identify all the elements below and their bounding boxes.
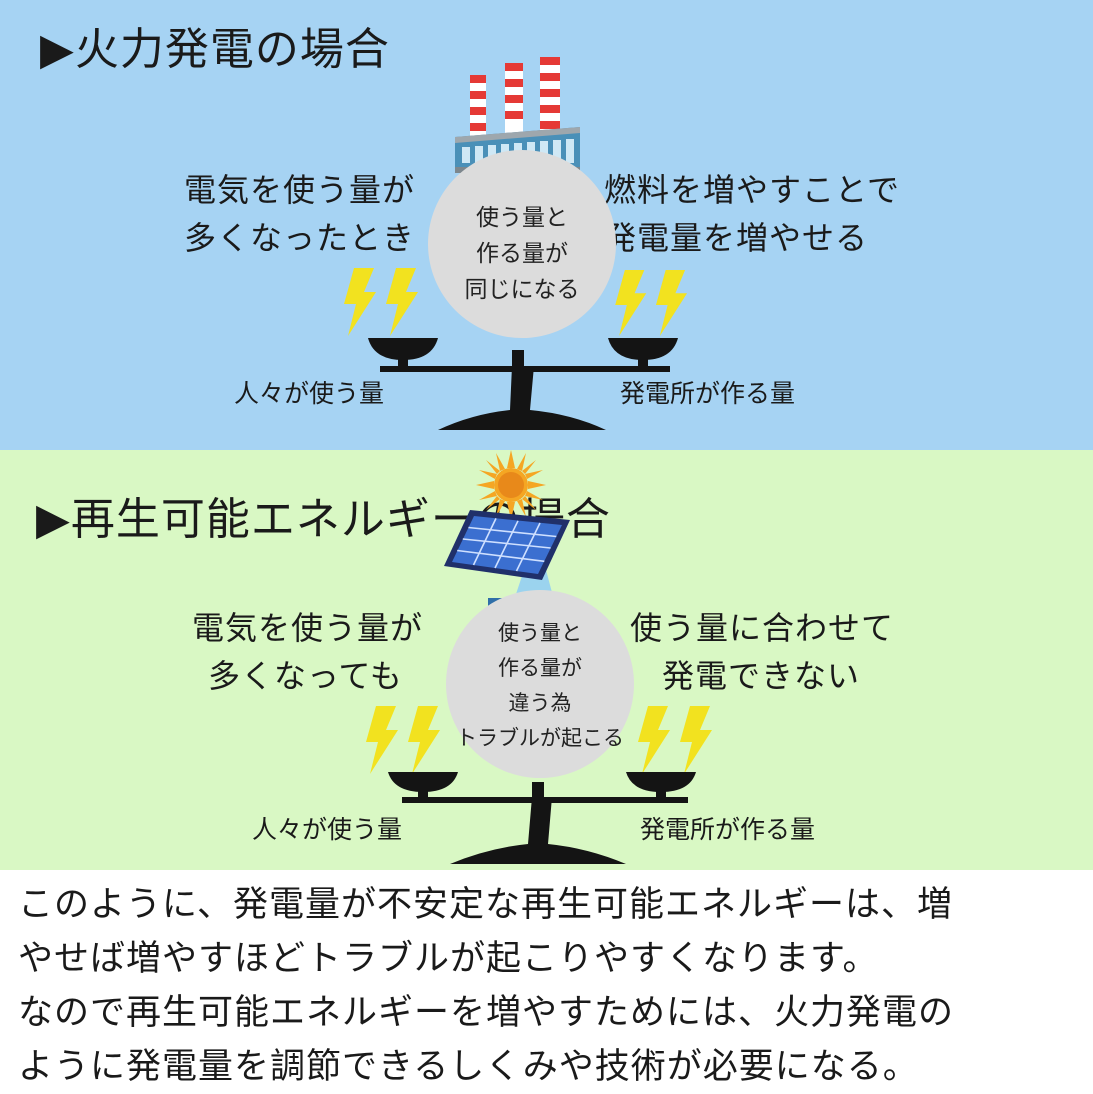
- thermal-circle-line-2: 作る量が: [476, 241, 568, 267]
- summary-section: このように、発電量が不安定な再生可能エネルギーは、増 やせば増やすほどトラブルが…: [0, 870, 1093, 1093]
- thermal-right-line-2: 発電量を増やせる: [604, 219, 869, 257]
- renewable-right-text: 使う量に合わせて 発電できない: [630, 604, 894, 700]
- renewable-right-line-1: 使う量に合わせて: [630, 609, 895, 647]
- lightning-icon: [344, 268, 418, 336]
- lightning-icon: [366, 706, 440, 774]
- thermal-circle-line-3: 同じになる: [464, 277, 580, 303]
- renewable-result-circle: 使う量と 作る量が 違う為 トラブルが起こる: [446, 590, 634, 778]
- renewable-circle-line-2: 作る量が: [498, 656, 582, 680]
- renewable-right-line-2: 発電できない: [662, 657, 861, 695]
- sun-icon: [476, 450, 546, 520]
- thermal-generation-label: 発電所が作る量: [620, 379, 796, 408]
- balance-scale-icon: [388, 772, 696, 864]
- renewable-circle-line-1: 使う量と: [498, 621, 582, 645]
- thermal-right-text: 燃料を増やすことで 発電量を増やせる: [604, 166, 900, 262]
- renewable-generation-label: 発電所が作る量: [640, 815, 816, 844]
- thermal-left-line-2: 多くなったとき: [184, 219, 416, 257]
- lightning-icon: [615, 270, 688, 336]
- renewable-left-line-2: 多くなっても: [208, 657, 403, 695]
- renewable-section: ▶再生可能エネルギーの場合 電気を使う量が: [0, 450, 1093, 870]
- renewable-circle-line-3: 違う為: [508, 691, 572, 715]
- summary-line-3: なので再生可能エネルギーを増やすためには、火力発電の: [18, 993, 955, 1033]
- lightning-icon: [638, 706, 712, 774]
- renewable-left-line-1: 電気を使う量が: [192, 609, 424, 647]
- thermal-result-circle: 使う量と 作る量が 同じになる: [428, 150, 616, 338]
- balance-scale-icon: [368, 338, 678, 430]
- renewable-left-text: 電気を使う量が 多くなっても: [192, 604, 423, 700]
- thermal-left-text: 電気を使う量が 多くなったとき: [184, 166, 415, 262]
- summary-line-2: やせば増やすほどトラブルが起こりやすくなります。: [18, 939, 879, 979]
- thermal-right-line-1: 燃料を増やすことで: [604, 171, 901, 209]
- summary-line-1: このように、発電量が不安定な再生可能エネルギーは、増: [18, 885, 953, 925]
- thermal-title: ▶火力発電の場合: [40, 24, 390, 75]
- thermal-left-line-1: 電気を使う量が: [184, 171, 416, 209]
- summary-line-4: ように発電量を調節できるしくみや技術が必要になる。: [18, 1047, 919, 1087]
- renewable-circle-line-4: トラブルが起こる: [456, 726, 624, 750]
- thermal-usage-label: 人々が使う量: [234, 379, 385, 408]
- thermal-circle-line-1: 使う量と: [476, 205, 568, 231]
- thermal-section: ▶火力発電の場合: [0, 0, 1093, 450]
- renewable-usage-label: 人々が使う量: [252, 815, 403, 844]
